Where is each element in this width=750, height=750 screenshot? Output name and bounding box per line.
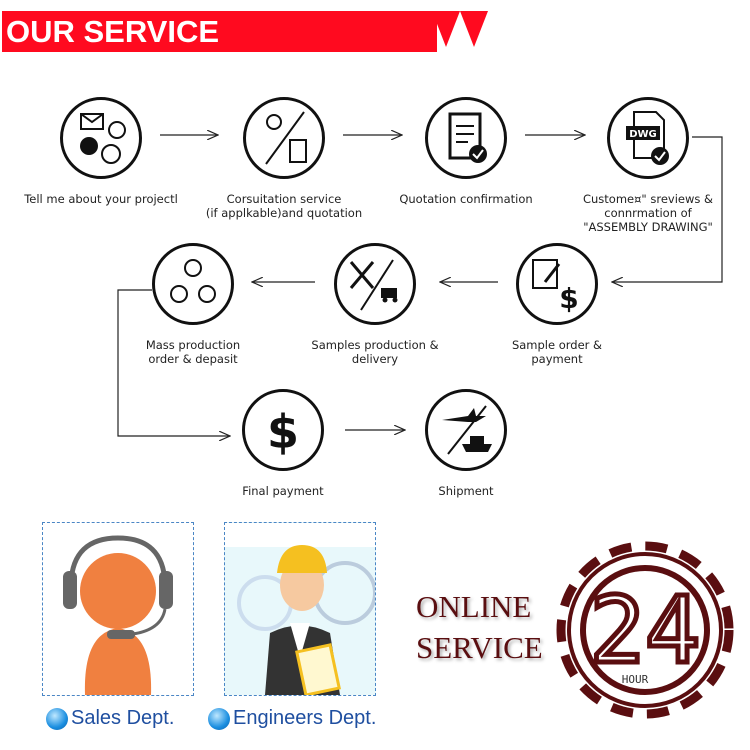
svg-text:$: $: [559, 282, 578, 315]
tools-truck-icon: [349, 259, 398, 311]
engineers-dept-link[interactable]: Engineers Dept.: [208, 707, 376, 730]
document-dollar-icon: $: [532, 259, 579, 315]
section-title: OUR SERVICE: [6, 14, 220, 49]
step-8-label: Final payment: [242, 484, 324, 498]
sales-dept-link[interactable]: Sales Dept.: [46, 707, 174, 730]
sales-card: [42, 522, 194, 696]
engineer-card: [224, 522, 377, 697]
headset-person-icon: [63, 535, 173, 695]
section-banner: OUR SERVICE: [2, 11, 437, 52]
svg-text:24: 24: [590, 577, 701, 684]
step-1-label: Tell me about your projectl: [24, 192, 178, 206]
globe-bullet-icon: [208, 707, 230, 730]
engineer-icon: [237, 545, 377, 697]
watches-icon: [170, 259, 216, 303]
banner-triangle: [432, 11, 460, 47]
step-2-circle: [243, 97, 325, 179]
globe-bullet-icon: [46, 707, 68, 730]
step-3-circle: [425, 97, 507, 179]
step-2-label: Corsuitation service (if applkable)and q…: [205, 192, 363, 220]
svg-text:$: $: [267, 405, 299, 459]
dept-label: Engineers Dept.: [233, 707, 377, 729]
step-7-circle: [152, 243, 234, 325]
svg-text:DWG: DWG: [629, 129, 657, 140]
gear-clock-icon: 24 HOUR: [556, 541, 734, 719]
chat-icon: [80, 113, 126, 164]
banner-triangle: [460, 11, 488, 47]
step-5-label: Sample order & payment: [511, 338, 603, 366]
service-text: SERVICE: [416, 630, 543, 665]
plane-ship-icon: [442, 405, 492, 455]
step-4-label: Custome¤" sreviews & connrmation of "ASS…: [582, 192, 714, 234]
step-6-circle: [334, 243, 416, 325]
step-6-label: Samples production & delivery: [311, 338, 439, 366]
online-text: ONLINE: [416, 589, 532, 624]
idea-calculator-icon: [265, 111, 307, 165]
step-3-label: Quotation confirmation: [399, 192, 533, 206]
dollar-icon: $: [267, 405, 299, 459]
step-1-circle: [60, 97, 142, 179]
clipboard-check-icon: [448, 112, 487, 163]
dept-label: Sales Dept.: [71, 707, 175, 729]
step-4-circle: DWG: [607, 97, 689, 179]
step-8-circle: $: [242, 389, 324, 471]
dwg-file-icon: DWG: [626, 111, 669, 165]
svg-text:HOUR: HOUR: [622, 673, 649, 686]
step-9-circle: [425, 389, 507, 471]
step-7-label: Mass production order & depasit: [145, 338, 241, 366]
step-9-label: Shipment: [438, 484, 494, 498]
step-5-circle: $: [516, 243, 598, 325]
